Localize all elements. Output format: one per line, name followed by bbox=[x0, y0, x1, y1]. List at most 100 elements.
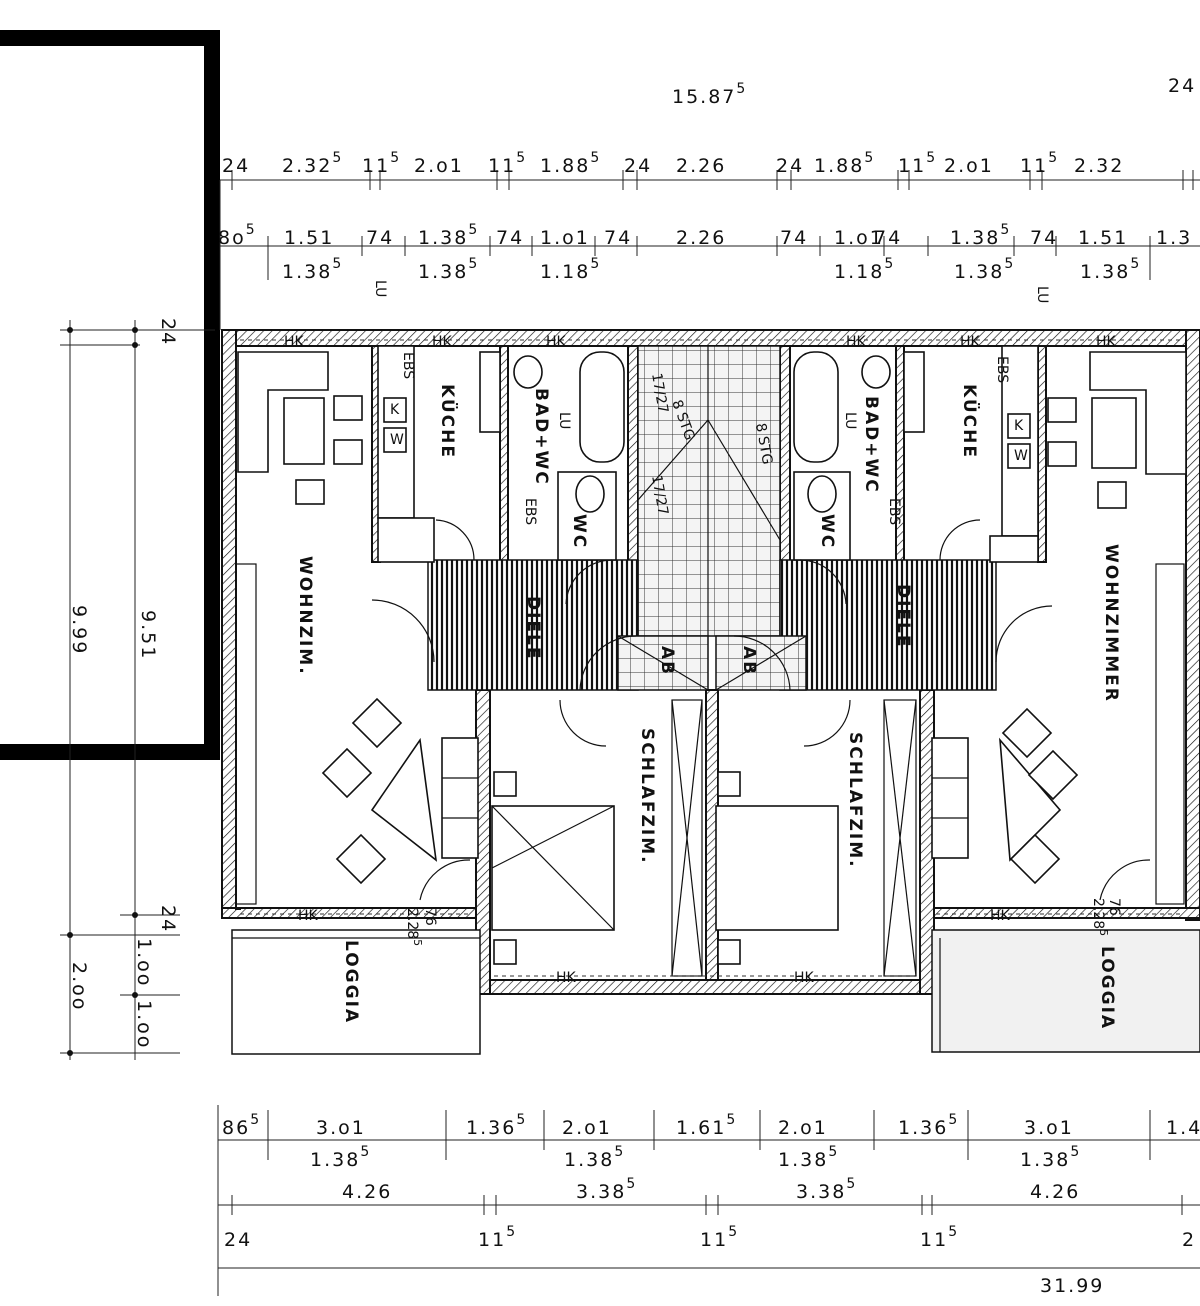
dim-bottom-row1-value: 1.615 bbox=[676, 1112, 737, 1139]
room-label-schlafzim-right: SCHLAFZIM. bbox=[845, 732, 865, 869]
dim-bottom-row1-value: 3.o1 bbox=[1024, 1117, 1074, 1139]
bottom-dimension-row-4: 24 115 115 115 2 bbox=[224, 1224, 1196, 1251]
dim-top-row1-value: 24 bbox=[624, 155, 652, 177]
entrance-boxes bbox=[617, 635, 807, 691]
dim-top-row1-value: 115 bbox=[898, 150, 937, 177]
dim-top-row1-value: 115 bbox=[362, 150, 401, 177]
dim-bottom-row1-value: 3.o1 bbox=[316, 1117, 366, 1139]
dim-bottom-row3-value: 3.385 bbox=[796, 1176, 857, 1203]
diele-left bbox=[427, 559, 639, 691]
lu-label: LU bbox=[372, 280, 388, 297]
hk-label: HK bbox=[846, 334, 867, 350]
dim-top-row1-value: 2.o1 bbox=[944, 155, 994, 177]
hk-label: HK bbox=[432, 334, 453, 350]
stair-ratio: 17/27 bbox=[648, 474, 671, 517]
room-label-schlafzim-left: SCHLAFZIM. bbox=[637, 728, 657, 865]
dim-top-row2-value: 1.o1 bbox=[540, 227, 590, 249]
dim-left-a: 24 bbox=[157, 318, 179, 346]
dim-top-row2-value: 1.3 bbox=[1156, 227, 1192, 249]
dim-top-row1-value: 2.o1 bbox=[414, 155, 464, 177]
dim-left-b: 9.51 bbox=[137, 610, 159, 660]
hk-label: HK bbox=[284, 334, 305, 350]
adjacent-building-outline bbox=[0, 30, 220, 760]
ebs-label: EBS bbox=[886, 498, 902, 525]
room-label-ab-left: AB bbox=[657, 646, 677, 676]
room-label-wohnzimmer: WOHNZIMMER bbox=[1101, 544, 1121, 703]
dim-bottom-row4-value: 2 bbox=[1182, 1229, 1196, 1251]
door-swings bbox=[371, 519, 1151, 901]
dim-top-row1-value: 2.26 bbox=[676, 155, 726, 177]
diele-right bbox=[779, 559, 997, 691]
dim-top-row1-value: 2.32 bbox=[1074, 155, 1124, 177]
dim-bottom-row4-value: 115 bbox=[700, 1224, 739, 1251]
hk-label: HK bbox=[794, 970, 815, 986]
dim-top-row2-value: 74 bbox=[366, 227, 394, 249]
living-furniture-left bbox=[235, 351, 479, 905]
dim-top-row2-value: 74 bbox=[604, 227, 632, 249]
loggia-right bbox=[931, 929, 1200, 1053]
living-furniture-right bbox=[931, 351, 1187, 905]
dim-bottom-row4-value: 115 bbox=[920, 1224, 959, 1251]
dim-bottom-row2-value: 1.385 bbox=[310, 1144, 371, 1171]
room-label-bad-left: BAD+WC bbox=[531, 388, 551, 486]
room-label-diele-right: DIELE bbox=[893, 584, 913, 649]
ebs-label: EBS bbox=[400, 352, 416, 379]
ebs-label: EBS bbox=[994, 356, 1010, 383]
dim-bottom-row1-value: 2.o1 bbox=[778, 1117, 828, 1139]
dim-bottom-row1-value: 865 bbox=[222, 1112, 261, 1139]
door-dim: 76 bbox=[1106, 898, 1122, 916]
dim-top-edge: 24 bbox=[1168, 75, 1196, 97]
room-label-bad-right: BAD+WC bbox=[861, 396, 881, 494]
dim-top-row1-value: 1.885 bbox=[814, 150, 875, 177]
dim-top-row2-value: 1.o1 bbox=[834, 227, 884, 249]
room-label-wc-right: WC bbox=[817, 514, 837, 549]
dim-top-row2-value: 1.51 bbox=[284, 227, 334, 249]
dim-top-row2-value: 74 bbox=[874, 227, 902, 249]
door-dim: 2.285 bbox=[1090, 898, 1110, 936]
dim-top-row3-value: 1.385 bbox=[954, 256, 1015, 283]
dim-bottom-row2-value: 1.385 bbox=[1020, 1144, 1081, 1171]
dim-bottom-row1-value: 1.365 bbox=[466, 1112, 527, 1139]
dim-top-row1-value: 24 bbox=[222, 155, 250, 177]
hk-label: HK bbox=[298, 908, 319, 924]
kitchen-w-label: W bbox=[1014, 448, 1028, 464]
door-dim: 76 bbox=[422, 908, 438, 926]
dim-top-row1-value: 1.885 bbox=[540, 150, 601, 177]
kitchen-right-counter bbox=[989, 345, 1039, 563]
room-label-diele-left: DIELE bbox=[523, 596, 543, 661]
dim-top-row2-value: 74 bbox=[496, 227, 524, 249]
lu-label: LU bbox=[1034, 286, 1050, 303]
bedroom-furniture-left bbox=[491, 699, 703, 977]
room-label-wohnzim: WOHNZIM. bbox=[295, 556, 315, 676]
hk-label: HK bbox=[1096, 334, 1117, 350]
dim-bottom-row4-value: 24 bbox=[224, 1229, 252, 1251]
room-label-loggia-right: LOGGIA bbox=[1097, 946, 1117, 1030]
heater-lines bbox=[240, 339, 1184, 977]
dim-top-row1-value: 2.325 bbox=[282, 150, 343, 177]
dim-top-row2-value: 74 bbox=[1030, 227, 1058, 249]
dim-top-row2-value: 1.385 bbox=[950, 222, 1011, 249]
outer-walls bbox=[221, 329, 1200, 995]
loggia-left bbox=[231, 929, 481, 1055]
dim-top-row1-value: 115 bbox=[488, 150, 527, 177]
top-dimension-chains bbox=[219, 170, 1200, 330]
dim-top-row2-value: 2.26 bbox=[676, 227, 726, 249]
bathroom-fixtures bbox=[479, 351, 925, 561]
dim-left-e: 1.oo bbox=[133, 938, 155, 987]
dim-top-row2-value: 1.385 bbox=[418, 222, 479, 249]
hk-label: HK bbox=[556, 970, 577, 986]
lu-label: LU bbox=[842, 412, 858, 429]
dim-top-row3-value: 1.385 bbox=[282, 256, 343, 283]
dim-top-row3-value: 1.385 bbox=[1080, 256, 1141, 283]
stair-label: 8 STG bbox=[752, 422, 775, 466]
bottom-dimension-chains bbox=[217, 1105, 1200, 1296]
ebs-label: EBS bbox=[522, 498, 538, 525]
dim-bottom-row4-value: 115 bbox=[478, 1224, 517, 1251]
dim-top-row2-value: 1.51 bbox=[1078, 227, 1128, 249]
